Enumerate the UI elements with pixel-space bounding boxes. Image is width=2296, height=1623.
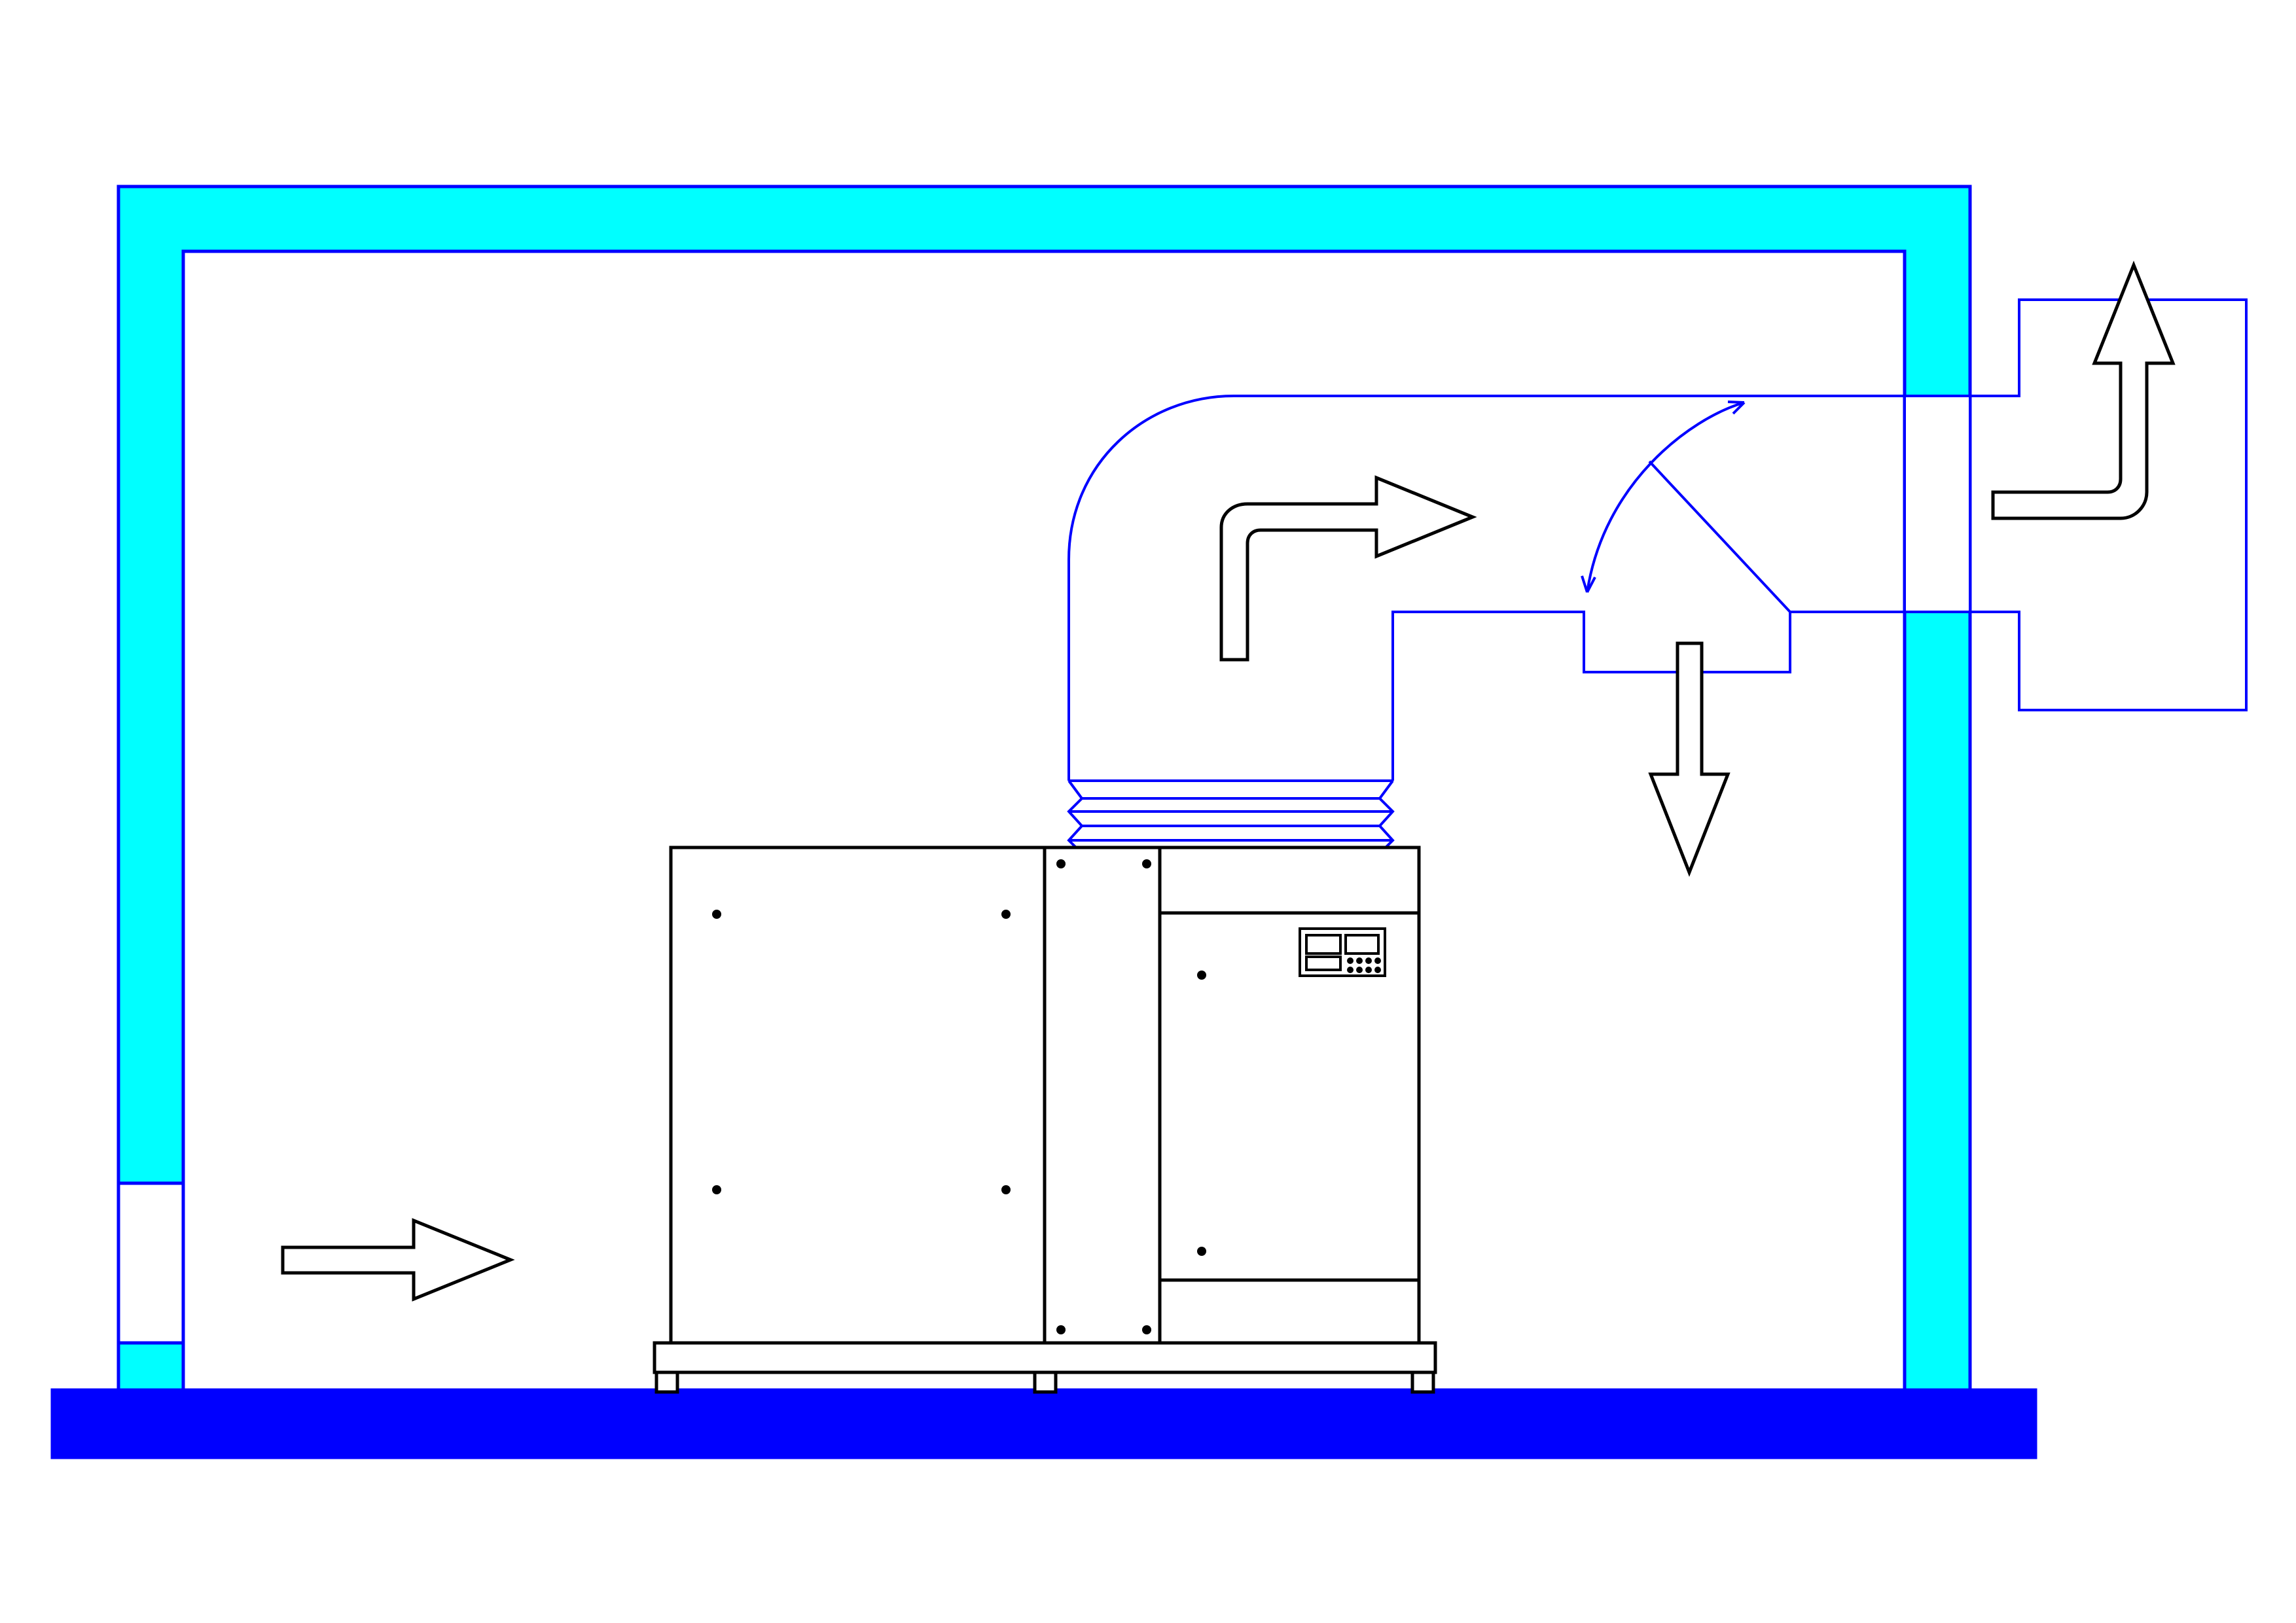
wall-duct-penetration (1906, 397, 1969, 612)
flexible-bellows (1067, 779, 1395, 855)
screw-compressor-enclosure (653, 846, 1437, 1394)
bent-arrow-up-icon (1991, 260, 2176, 520)
bent-arrow-right-icon (1221, 438, 1473, 660)
arrow-down-icon (1648, 641, 1731, 877)
air-intake-opening (117, 1181, 185, 1345)
arrow-right-icon (281, 1218, 515, 1302)
double-headed-curved-arrow-icon (1581, 401, 1746, 593)
diverter-damper (1648, 460, 1791, 613)
duct-flow-arrow (1219, 475, 1477, 662)
exhaust-air-duct (1067, 298, 2248, 781)
floor (50, 1388, 2037, 1459)
controller-display (1299, 927, 1386, 977)
panel-screws (712, 859, 1206, 1334)
